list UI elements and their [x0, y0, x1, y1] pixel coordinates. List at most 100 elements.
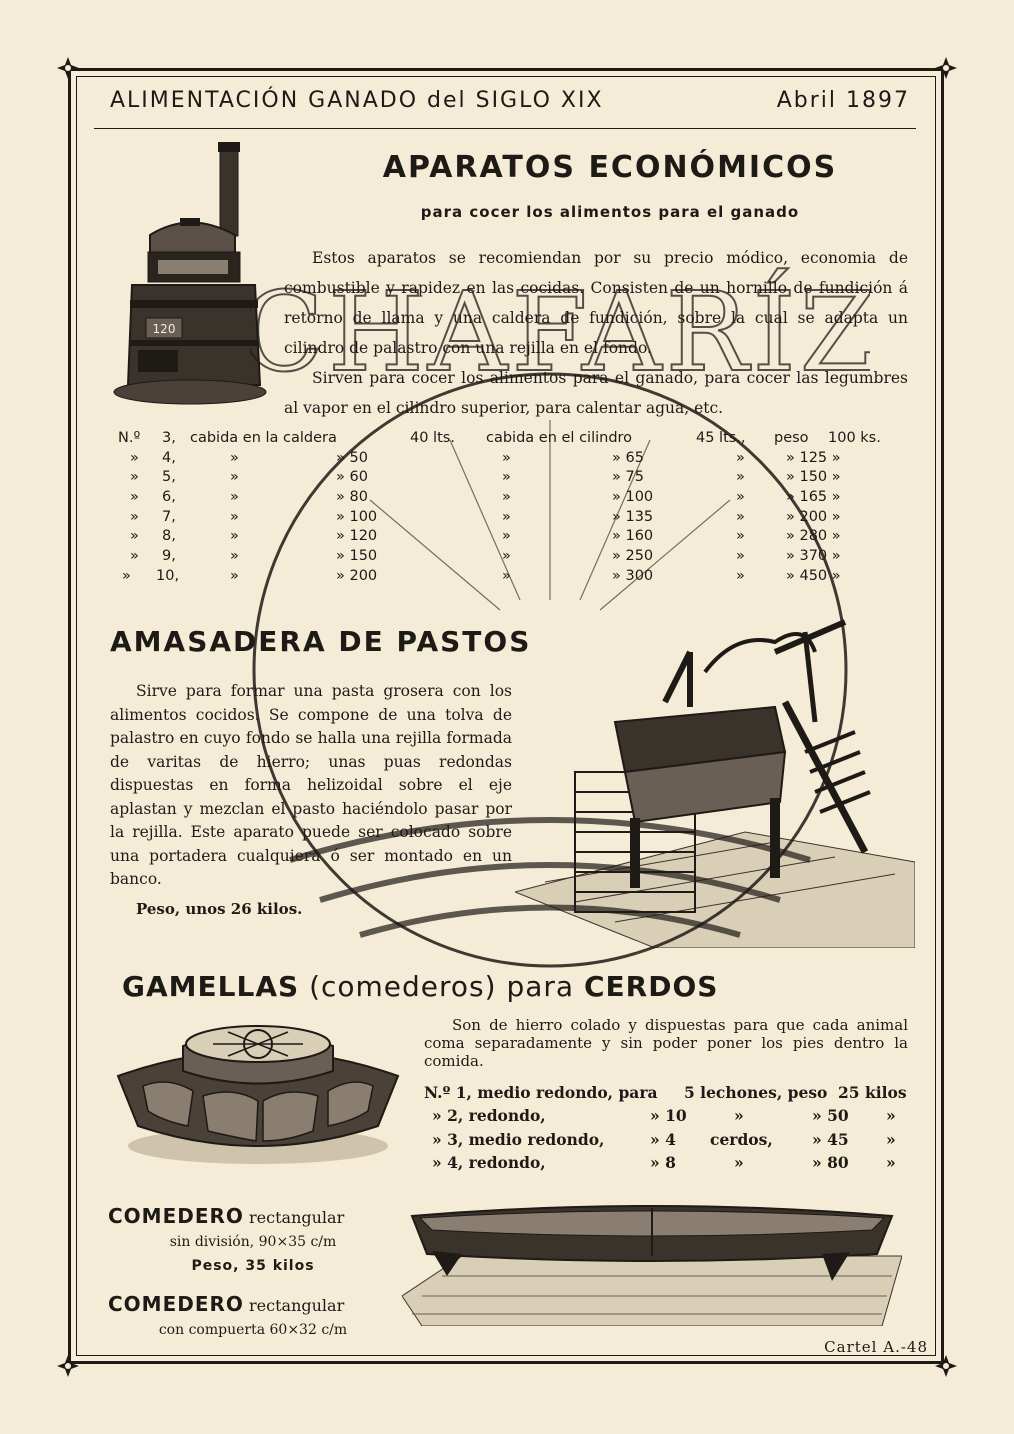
rectangular-trough-illustration	[402, 1205, 902, 1326]
table-cell: » 45	[812, 1129, 849, 1149]
table-cell: » 50	[336, 449, 368, 466]
comedero1-title: COMEDERO rectangular	[108, 1204, 344, 1228]
table-cell: » 100	[336, 508, 378, 525]
table-cell: »	[502, 489, 511, 506]
table-cell: »	[736, 469, 745, 486]
section3-title: GAMELLAS (comederos) para CERDOS	[122, 970, 912, 1003]
table-cell: » 65	[612, 449, 644, 466]
comedero1-desc: rectangular	[249, 1208, 345, 1227]
section3-paragraph: Son de hierro colado y dispuestas para q…	[424, 1016, 908, 1070]
comedero2-desc: rectangular	[249, 1296, 345, 1315]
table-cell: »	[130, 528, 139, 545]
section1-title: APARATOS ECONÓMICOS	[382, 150, 838, 185]
table-cell: »	[122, 567, 131, 584]
table-cell: cerdos,	[710, 1129, 773, 1149]
table-row: » 8, » » 120 » » 160 » » 280 »	[118, 528, 908, 548]
kneading-machine-illustration	[515, 619, 915, 948]
table-row: » 6, » » 80 » » 100 » » 165 »	[118, 489, 908, 509]
table-row: N.º 1, medio redondo, para 5 lechones, p…	[424, 1083, 910, 1106]
table-cell: 5 lechones, peso	[684, 1083, 828, 1102]
table-cell: »	[886, 1129, 896, 1149]
table-cell: »	[736, 548, 745, 565]
table-row: » 7, » » 100 » » 135 » » 200 »	[118, 509, 908, 529]
table-row: » 10, » » 200 » » 300 » » 450 »	[118, 568, 908, 588]
table-cell: » 2, redondo,	[432, 1106, 546, 1126]
table-cell: »	[130, 548, 139, 565]
table-cell: » 80	[812, 1152, 849, 1172]
table-cell: » 8	[650, 1152, 676, 1172]
comedero2-title: COMEDERO rectangular	[108, 1292, 344, 1316]
table-cell: 8,	[162, 528, 176, 545]
table-cell: » 3, medio redondo,	[432, 1129, 605, 1149]
table-cell: » 10	[650, 1106, 687, 1126]
table-cell: »	[130, 508, 139, 525]
table-cell: 100 ks.	[828, 430, 881, 446]
section1-description: Estos aparatos se recomiendan por su pre…	[284, 243, 908, 423]
table-cell: N.º 1, medio redondo, para	[424, 1083, 658, 1102]
table-cell: »	[736, 489, 745, 506]
table-cell: »	[502, 508, 511, 525]
table-cell: »	[502, 528, 511, 545]
table-cell: 7,	[162, 508, 176, 525]
stove-sizes-table: N.º 3, cabida en la caldera 40 lts. cabi…	[118, 430, 908, 588]
table-cell: »	[502, 567, 511, 584]
table-cell: » 4	[650, 1129, 676, 1149]
corner-ornament-icon	[57, 1355, 79, 1377]
table-cell: 10,	[156, 567, 180, 584]
comedero1-size: sin división, 90×35 c/m	[169, 1234, 337, 1250]
page-header: ALIMENTACIÓN GANADO del SIGLO XIX Abril …	[110, 88, 910, 120]
table-cell: » 135	[612, 508, 654, 525]
table-cell: » 200 »	[786, 508, 841, 525]
round-trough-illustration	[116, 1025, 400, 1164]
table-cell: »	[736, 508, 745, 525]
comedero2-name: COMEDERO	[108, 1292, 244, 1316]
table-cell: »	[734, 1106, 744, 1126]
header-date: Abril 1897	[776, 88, 910, 113]
section3-title-word: para	[506, 970, 575, 1003]
table-cell: »	[130, 469, 139, 486]
table-cell: » 160	[612, 528, 654, 545]
table-cell: 25 kilos	[838, 1083, 907, 1102]
table-cell: 3,	[162, 430, 176, 446]
section2-paragraph: Sirve para formar una pasta grosera con …	[110, 682, 512, 888]
section3-description: Son de hierro colado y dispuestas para q…	[424, 1016, 908, 1070]
page-border-inner	[76, 76, 936, 1356]
table-row: N.º 3, cabida en la caldera 40 lts. cabi…	[118, 430, 908, 450]
table-row: » 2, redondo, » 10 » » 50 »	[424, 1106, 910, 1129]
table-cell: cabida en el cilindro	[486, 430, 633, 446]
table-cell: 40 lts.	[410, 430, 455, 446]
corner-ornament-icon	[57, 57, 79, 79]
section2-description: Sirve para formar una pasta grosera con …	[110, 680, 512, 892]
table-cell: » 450 »	[786, 567, 841, 584]
table-cell: 9,	[162, 548, 176, 565]
section2-weight: Peso, unos 26 kilos.	[136, 900, 303, 918]
table-cell: »	[502, 469, 511, 486]
table-cell: »	[230, 567, 239, 584]
table-cell: »	[130, 449, 139, 466]
table-cell: »	[736, 528, 745, 545]
table-cell: »	[736, 449, 745, 466]
table-row: » 4, » » 50 » » 65 » » 125 »	[118, 450, 908, 470]
table-cell: 5,	[162, 469, 176, 486]
table-cell: »	[736, 567, 745, 584]
cooking-stove-illustration: 120	[113, 142, 267, 405]
table-cell: » 60	[336, 469, 368, 486]
footer-code: Cartel A.-48	[824, 1338, 928, 1356]
section1-paragraph: Sirven para cocer los alimentos para el …	[284, 369, 908, 417]
table-cell: » 4, redondo,	[432, 1152, 546, 1172]
table-cell: » 150	[336, 548, 378, 565]
table-cell: » 300	[612, 567, 654, 584]
table-cell: 4,	[162, 449, 176, 466]
corner-ornament-icon	[935, 57, 957, 79]
section3-title-word: (comederos)	[309, 970, 497, 1003]
table-cell: » 125 »	[786, 449, 841, 466]
table-cell: 6,	[162, 489, 176, 506]
table-cell: » 150 »	[786, 469, 841, 486]
comedero2-size: con compuerta 60×32 c/m	[158, 1322, 348, 1338]
table-cell: » 50	[812, 1106, 849, 1126]
section1-subtitle: para cocer los alimentos para el ganado	[420, 203, 800, 221]
header-title: ALIMENTACIÓN GANADO del SIGLO XIX	[110, 88, 604, 113]
table-cell: » 80	[336, 489, 368, 506]
table-cell: »	[230, 489, 239, 506]
table-cell: »	[886, 1106, 896, 1126]
